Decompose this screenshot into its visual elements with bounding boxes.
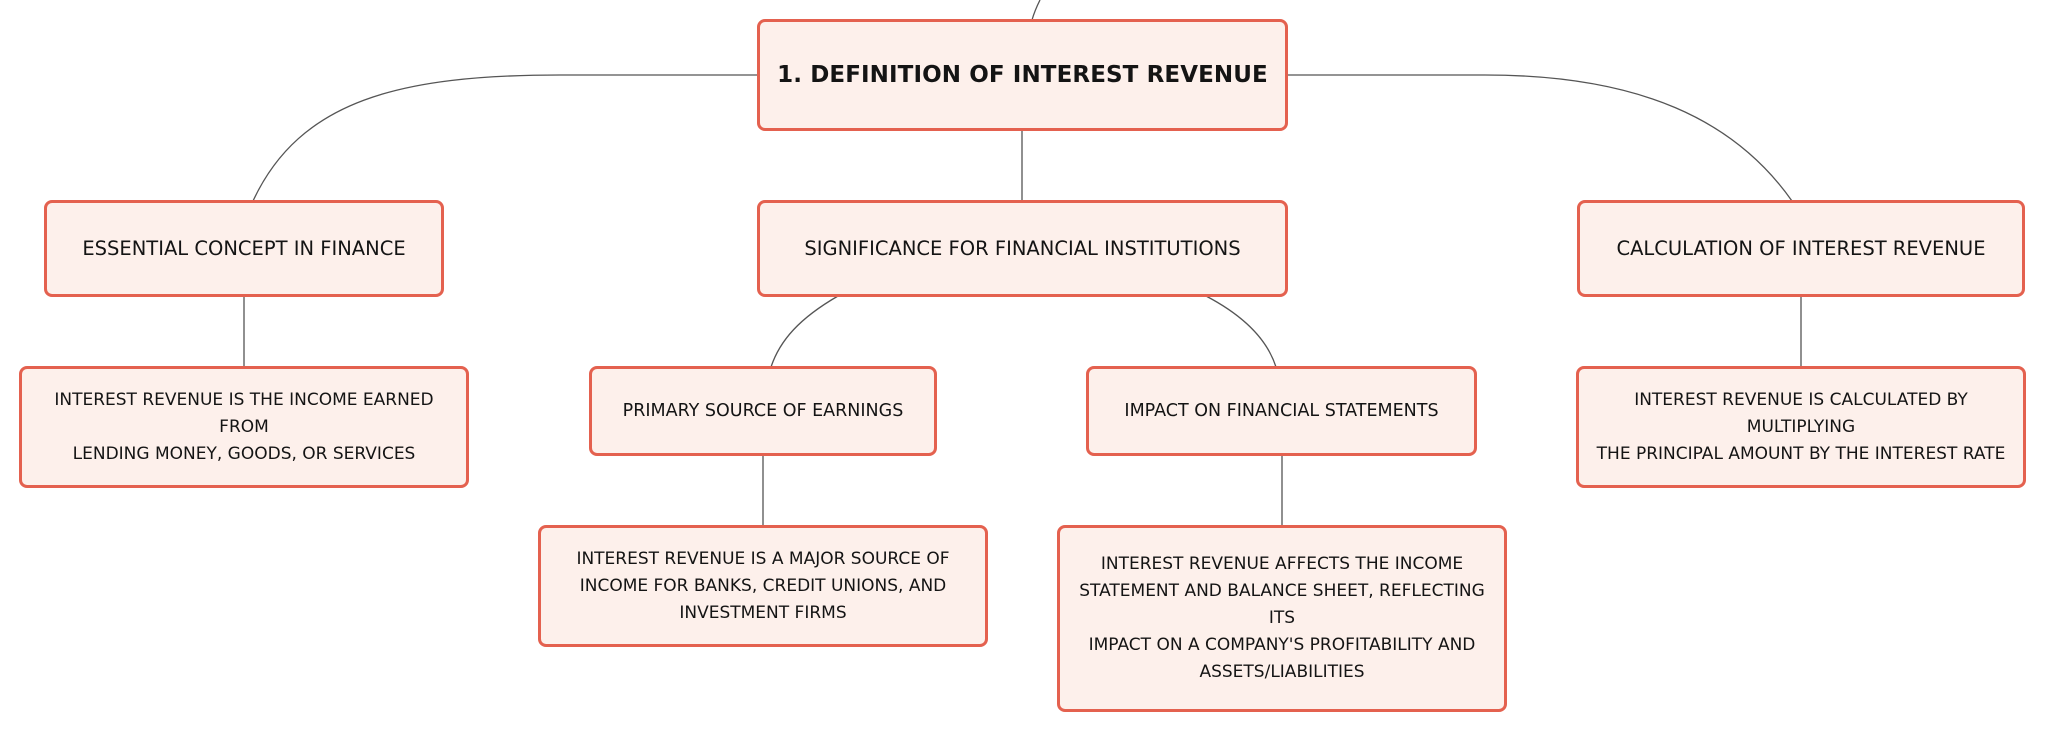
- node-essential-concept[interactable]: ESSENTIAL CONCEPT IN FINANCE: [44, 200, 444, 297]
- connector-significance-to-impact: [1205, 295, 1277, 368]
- node-essential-detail[interactable]: INTEREST REVENUE IS THE INCOME EARNED FR…: [19, 366, 469, 488]
- node-primary-detail[interactable]: INTEREST REVENUE IS A MAJOR SOURCE OF IN…: [538, 525, 988, 647]
- node-impact-detail[interactable]: INTEREST REVENUE AFFECTS THE INCOME STAT…: [1057, 525, 1507, 712]
- node-impact-statements[interactable]: IMPACT ON FINANCIAL STATEMENTS: [1086, 366, 1477, 456]
- node-calculation-detail[interactable]: INTEREST REVENUE IS CALCULATED BY MULTIP…: [1576, 366, 2026, 488]
- node-primary-source[interactable]: PRIMARY SOURCE OF EARNINGS: [589, 366, 937, 456]
- connector-significance-to-primary: [770, 295, 839, 368]
- connector-root-to-calculation: [1288, 74, 1793, 202]
- root-node[interactable]: 1. DEFINITION OF INTEREST REVENUE: [757, 19, 1288, 131]
- node-significance[interactable]: SIGNIFICANCE FOR FINANCIAL INSTITUTIONS: [757, 200, 1288, 297]
- node-calculation[interactable]: CALCULATION OF INTEREST REVENUE: [1577, 200, 2025, 297]
- connector-root-to-essential: [252, 74, 757, 202]
- connector-parent-to-root: [1031, 0, 1041, 21]
